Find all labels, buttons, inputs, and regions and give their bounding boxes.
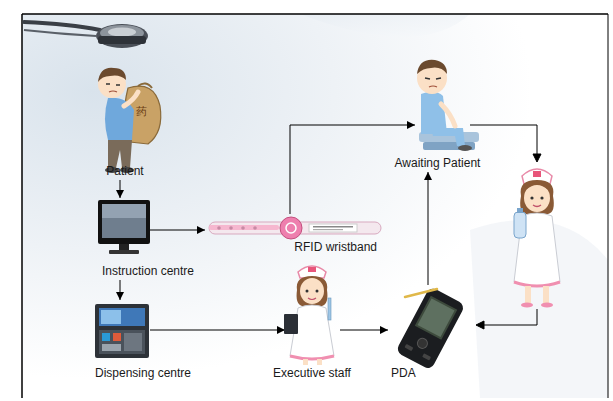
flow-arrow [116, 280, 124, 300]
illustrated-node: Instruction centre [93, 198, 203, 280]
arrowhead [116, 292, 124, 300]
illustrated-node: RFID wristband [205, 214, 385, 256]
sack-label: 药 [136, 104, 147, 119]
rfid-wristband-icon [209, 217, 381, 239]
node-illustration [80, 40, 170, 180]
frame [22, 13, 608, 15]
monitor-icon [98, 200, 150, 254]
node-illustration [385, 48, 490, 172]
flow-arrow [340, 326, 388, 334]
arrowhead [407, 121, 415, 129]
dispensing-machine-icon [95, 304, 149, 358]
flow-arrow [150, 226, 205, 234]
stethoscope [24, 22, 148, 48]
arrowhead [116, 190, 124, 198]
ground-shape [300, 14, 470, 37]
flow-line [470, 125, 541, 329]
arrowhead [277, 326, 285, 334]
illustrated-node: Executive staff [262, 258, 362, 382]
node-label: Awaiting Patient [395, 156, 481, 170]
patient-figure [98, 68, 161, 173]
awaiting-patient-figure [417, 60, 479, 151]
node-label: Instruction centre [102, 264, 194, 278]
arrowhead [424, 172, 432, 180]
connector-line [340, 330, 388, 331]
flow-arrow [116, 180, 124, 198]
illustrated-node: Awaiting Patient [385, 48, 490, 172]
ground [22, 14, 608, 398]
node-label: PDA [391, 366, 416, 380]
illustrated-node: Patient [80, 40, 170, 180]
arrowhead [197, 226, 205, 234]
pda-icon [395, 286, 465, 370]
connector-line [120, 180, 121, 198]
node-label: Patient [106, 164, 143, 178]
illustrated-node: PDA [385, 285, 475, 382]
connector-line [150, 330, 285, 331]
flow-arrow [150, 326, 285, 334]
frame [21, 14, 23, 398]
node-label: Executive staff [273, 366, 351, 380]
nurse-figure [284, 266, 334, 365]
nurse-figure [514, 169, 560, 308]
illustrated-node: Dispensing centre [88, 300, 198, 382]
node-label: RFID wristband [294, 240, 377, 254]
connector-line [120, 280, 121, 300]
flow-arrow [424, 172, 432, 285]
connector-line [150, 230, 205, 231]
frame [608, 14, 609, 398]
node-label: Dispensing centre [95, 366, 191, 380]
arrowhead [380, 326, 388, 334]
node-illustration [262, 258, 362, 382]
connector-line [428, 172, 429, 285]
